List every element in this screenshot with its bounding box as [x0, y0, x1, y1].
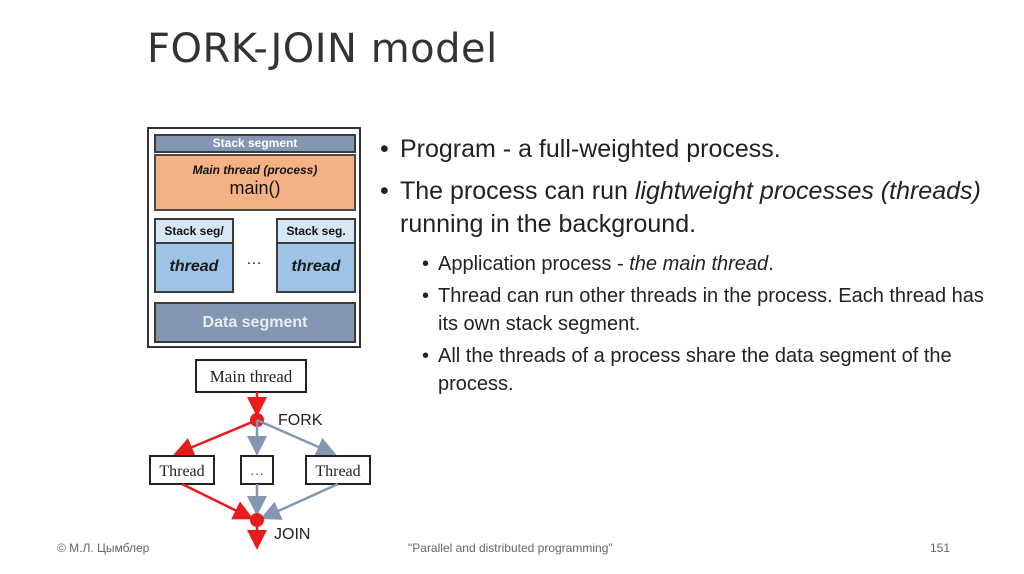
- memory-layout-diagram: Stack segment Main thread (process) main…: [147, 127, 361, 348]
- bullet-program: • Program - a full-weighted process.: [380, 133, 1000, 166]
- main-thread-label: Main thread (process): [192, 163, 318, 177]
- bullet-lightweight-em: lightweight processes (threads): [634, 177, 981, 205]
- fork-to-thread-right-arrow: [256, 418, 337, 457]
- bullet-lightweight-post: running in the background.: [400, 210, 697, 238]
- thread-node-left: [149, 455, 215, 485]
- thread-stack-seg-right: Stack seg.: [278, 220, 354, 244]
- bullet-dot: •: [380, 135, 389, 163]
- thread-left-to-join-arrow: [181, 482, 254, 520]
- bullet-lightweight-pre: The process can run: [400, 177, 635, 205]
- footer-course: "Parallel and distributed programming": [408, 541, 613, 555]
- slide-title: FORK-JOIN model: [147, 26, 498, 72]
- bullet-dot: •: [380, 177, 389, 205]
- join-node: [250, 513, 264, 527]
- thread-node-right-label: Thread: [315, 463, 360, 480]
- main-thread-node-label: Main thread: [210, 367, 293, 386]
- thread-label-right: thread: [291, 258, 341, 275]
- footer-page-number: 151: [930, 541, 951, 555]
- ellipsis-node-label: …: [250, 464, 264, 479]
- subbullet-application-post: .: [768, 253, 774, 275]
- bullet-list: • Program - a full-weighted process. • T…: [380, 133, 1000, 402]
- subbullet-thread-run-text: Thread can run other threads in the proc…: [438, 285, 984, 335]
- thread-label-left: thread: [169, 258, 219, 275]
- subbullet-share-data: • All the threads of a process share the…: [380, 342, 1000, 398]
- subbullet-thread-run: • Thread can run other threads in the pr…: [380, 282, 1000, 338]
- main-thread-box: Main thread (process) main(): [154, 154, 356, 211]
- fork-to-thread-left-arrow: [173, 418, 258, 457]
- bullet-dot: •: [422, 285, 430, 307]
- join-label: JOIN: [274, 526, 310, 543]
- subbullet-application-pre: Application process -: [438, 253, 630, 275]
- bullet-dot: •: [422, 345, 430, 367]
- data-segment-bar: Data segment: [154, 302, 356, 343]
- footer-author: © М.Л. Цымблер: [57, 541, 150, 555]
- thread-node-left-label: Thread: [159, 463, 204, 480]
- thread-box-left: Stack seg/ thread: [154, 218, 234, 293]
- subbullet-application: • Application process - the main thread.: [380, 250, 1000, 278]
- fork-join-diagram: Main thread FORK Thread … Thread JOIN: [149, 359, 371, 550]
- bullet-dot: •: [422, 253, 430, 275]
- subbullet-application-em: the main thread: [629, 253, 769, 275]
- bullet-program-text: Program - a full-weighted process.: [400, 135, 781, 163]
- main-thread-node: [195, 359, 307, 393]
- thread-stack-seg-left: Stack seg/: [156, 220, 232, 244]
- main-function-label: main(): [229, 178, 281, 198]
- thread-ellipsis: …: [246, 251, 262, 268]
- thread-right-to-join-arrow: [260, 482, 339, 520]
- fork-label: FORK: [278, 412, 323, 429]
- bullet-lightweight: • The process can run lightweight proces…: [380, 175, 1000, 241]
- stack-segment-bar: Stack segment: [154, 134, 356, 153]
- thread-box-right: Stack seg. thread: [276, 218, 356, 293]
- subbullet-share-data-text: All the threads of a process share the d…: [438, 345, 952, 395]
